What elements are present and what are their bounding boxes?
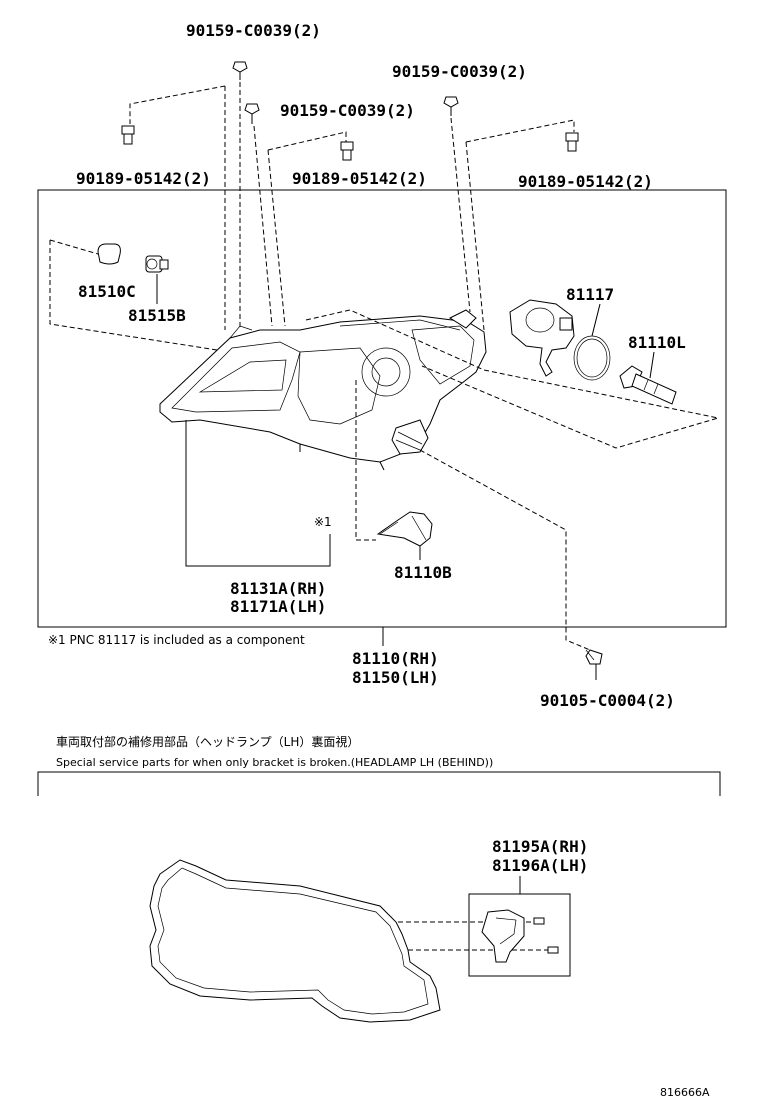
screw-icon xyxy=(443,96,459,116)
label-81110-rh: 81110(RH) xyxy=(352,649,439,668)
screw-icon xyxy=(585,649,603,665)
section-bracket-line xyxy=(37,771,721,796)
label-81117: 81117 xyxy=(566,285,614,304)
nut-icon xyxy=(565,132,579,152)
label-90159-c0039-mid: 90159-C0039(2) xyxy=(280,101,415,120)
label-note-marker: ※1 xyxy=(314,515,332,529)
screw-icon xyxy=(533,917,559,954)
bulb-81510c-icon xyxy=(97,243,121,265)
label-81110b: 81110B xyxy=(394,563,452,582)
bulb-81110b-icon xyxy=(376,511,433,547)
bracket-81195a-icon xyxy=(481,909,525,963)
cover-81117-icon xyxy=(509,299,575,377)
socket-81515b-icon xyxy=(145,255,169,273)
label-81195a-rh: 81195A(RH) xyxy=(492,837,588,856)
label-81110l: 81110L xyxy=(628,333,686,352)
screw-icon xyxy=(244,103,260,124)
label-90189-05142-right: 90189-05142(2) xyxy=(518,172,653,191)
footnote: ※1 PNC 81117 is included as a component xyxy=(48,633,305,647)
headlamp-lh-behind-drawing xyxy=(149,859,441,1023)
bracket-detail-box xyxy=(468,893,571,977)
label-81150-lh: 81150(LH) xyxy=(352,668,439,687)
nut-icon xyxy=(121,125,135,145)
o-ring-icon xyxy=(573,335,611,381)
figure-id: 816666A xyxy=(660,1086,710,1099)
label-81196a-lh: 81196A(LH) xyxy=(492,856,588,875)
section-title-en: Special service parts for when only brac… xyxy=(56,756,493,769)
bulb-81110l-icon xyxy=(619,365,677,405)
label-81510c: 81510C xyxy=(78,282,136,301)
label-90159-c0039-top-right: 90159-C0039(2) xyxy=(392,62,527,81)
label-81515b: 81515B xyxy=(128,306,186,325)
screw-icon xyxy=(232,61,248,80)
label-90105-c0004: 90105-C0004(2) xyxy=(540,691,675,710)
nut-icon xyxy=(340,141,354,161)
label-81131a-rh: 81131A(RH) xyxy=(230,579,326,598)
main-assembly-frame xyxy=(37,189,727,628)
headlamp-assembly-drawing xyxy=(159,309,487,471)
label-90189-05142-mid: 90189-05142(2) xyxy=(292,169,427,188)
section-title-jp: 車両取付部の補修用部品（ヘッドランプ（LH）裏面視） xyxy=(56,734,359,749)
label-90159-c0039-top-left: 90159-C0039(2) xyxy=(186,21,321,40)
label-81171a-lh: 81171A(LH) xyxy=(230,597,326,616)
label-90189-05142-left: 90189-05142(2) xyxy=(76,169,211,188)
